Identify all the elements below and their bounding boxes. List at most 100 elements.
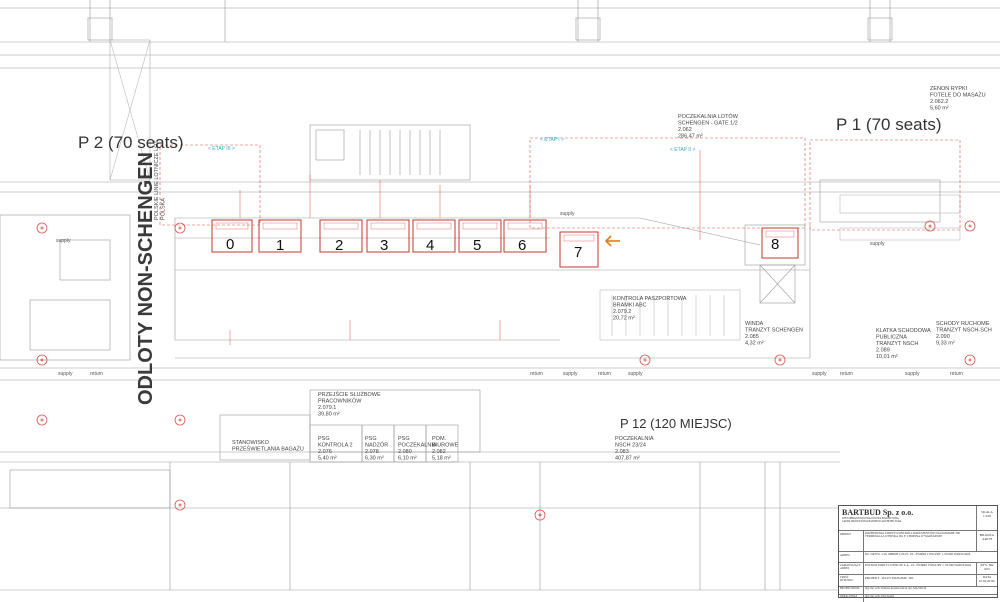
- room-label-line: PUBLICZNA: [876, 335, 907, 341]
- hvac-label: supply: [870, 241, 885, 247]
- duct-marker: [774, 354, 786, 366]
- stand-desk-2: [323, 222, 359, 230]
- room-label-line: KONTROLA 2: [318, 443, 353, 449]
- duct-marker: [36, 222, 48, 234]
- stand-desk-8: [765, 230, 795, 238]
- room-label-line: POLSKIE LINIE LOTNICZE LOT: [154, 140, 160, 220]
- hvac-label: supply: [58, 371, 73, 377]
- room-label-line: 2.089: [876, 348, 890, 354]
- room-label-line: 4,32 m²: [745, 341, 764, 347]
- room-label-line: 6,30 m²: [365, 456, 384, 462]
- object-value: ROZBUDOWA STREFY KONTROLI DOKUMENTÓW NA …: [864, 531, 977, 551]
- room-label-line: TRANZYT NSCH: [876, 341, 918, 347]
- room-label-line: PSG: [318, 436, 330, 442]
- zone-vertical-title: ODLOTY NON-SCHENGEN: [135, 152, 157, 405]
- room-label-line: 6,10 m²: [398, 456, 417, 462]
- object-label: OBIEKT: [839, 531, 864, 551]
- room-label-line: 2.076: [318, 449, 332, 455]
- hvac-label: return: [950, 371, 963, 377]
- date-value: 22.04.2016r.: [978, 579, 996, 583]
- hvac-label: supply: [905, 371, 920, 377]
- stand-box-7: [559, 231, 599, 268]
- room-label-line: STANOWISKO: [232, 440, 270, 446]
- zone-p2-title: P 2 (70 seats): [78, 133, 184, 152]
- room-label-line: POCZEKALNIA: [398, 443, 437, 449]
- stand-desk-3: [370, 222, 406, 230]
- room-label-line: 2.085: [745, 334, 759, 340]
- stand-box-3: [366, 219, 410, 253]
- company-name: BARTBUD Sp. z o.o.: [842, 508, 914, 517]
- zone-p12-title: P 12 (120 MIEJSC): [620, 416, 732, 431]
- duct-marker: [964, 220, 976, 232]
- room-label-line: 2.082: [432, 449, 446, 455]
- hvac-label: supply: [812, 371, 827, 377]
- stand-box-6: [503, 219, 547, 253]
- company-subtitle: WIELOBRANŻOWA PRACOWNIA PROJEKTOWA: [842, 517, 899, 520]
- drafter-label: OPRACOWAŁ: [839, 595, 864, 602]
- room-label-line: POCZEKALNIA LOTÓW: [678, 113, 739, 120]
- stand-box-1: [258, 219, 302, 253]
- room-label-line: POLSKA: [161, 198, 167, 220]
- room-label-line: 2.062.2: [930, 99, 948, 105]
- room-label-line: TRANZYT SCHENGEN: [745, 328, 803, 334]
- room-label-line: 39,80 m²: [318, 412, 340, 418]
- investor-value: POLSKIE PORTY LOTNICZE S.A., UL. ŻWIRKI …: [864, 563, 977, 574]
- room-label-line: POM.: [432, 436, 447, 442]
- room-label-line: PSG: [365, 436, 377, 442]
- room-label-line: 2.080: [398, 449, 412, 455]
- sheet-number: 003: [984, 567, 990, 571]
- stage-outlines: [159, 137, 961, 231]
- stand-number-7: 7: [574, 244, 582, 261]
- duct-marker: [174, 222, 186, 234]
- address-label: ADRES: [839, 552, 864, 562]
- room-label-line: 286,47 m²: [678, 134, 703, 140]
- sheet-number-label: RYS. NR: [980, 563, 994, 567]
- room-label-line: 10,01 m²: [876, 354, 898, 360]
- duct-marker: [964, 354, 976, 366]
- designer-label: PROJEKTOWAŁ: [839, 587, 864, 594]
- stage-label-2: < ETAP II >: [670, 147, 695, 153]
- zone-p1-title: P 1 (70 seats): [836, 115, 942, 134]
- duct-marker: [36, 414, 48, 426]
- stand-desk-1: [262, 222, 298, 230]
- room-label-line: 407,87 m²: [615, 456, 640, 462]
- room-label-line: 20,72 m²: [613, 316, 635, 322]
- stands-group: [211, 219, 799, 268]
- stand-number-2: 2: [335, 237, 343, 254]
- investor-label: ZAMAWIAJĄCY ADRES: [839, 563, 864, 574]
- title-block: BARTBUD Sp. z o.o. WIELOBRANŻOWA PRACOWN…: [838, 505, 998, 602]
- hvac-label: supply: [560, 211, 575, 217]
- drafter-value: mgr inż. arch. Piotr Kubis: [865, 595, 895, 598]
- stand-number-3: 3: [380, 237, 388, 254]
- branch-value: ARCH: [982, 537, 992, 541]
- arrow-left-icon: [604, 235, 620, 247]
- stand-desk-4: [416, 222, 452, 230]
- room-label-line: 2.062: [678, 127, 692, 133]
- room-label-line: FOTELE DO MASAŻU: [930, 92, 986, 99]
- room-label-line: 2.079.2: [613, 309, 631, 315]
- stand-desk-0: [215, 222, 249, 230]
- room-label-line: 9,33 m²: [936, 341, 955, 347]
- content-value: PROJEKT - RZUT POZIOMU 300: [864, 575, 977, 586]
- scale-label: SKALA: [981, 510, 993, 514]
- date-label: DATA: [982, 575, 992, 579]
- room-label-line: TRANZYT NSCH-SCH: [936, 328, 992, 334]
- stage-label-3: < ETAP III >: [208, 146, 235, 152]
- room-label-line: KONTROLA PASZPORTOWA: [613, 296, 687, 302]
- stand-desk-6: [507, 222, 543, 230]
- room-label-line: PRZEŚWIETLANIA BAGAŻU: [232, 445, 304, 453]
- content-label: TREŚĆ RYSUNKU: [839, 575, 864, 586]
- stand-number-1: 1: [276, 237, 284, 254]
